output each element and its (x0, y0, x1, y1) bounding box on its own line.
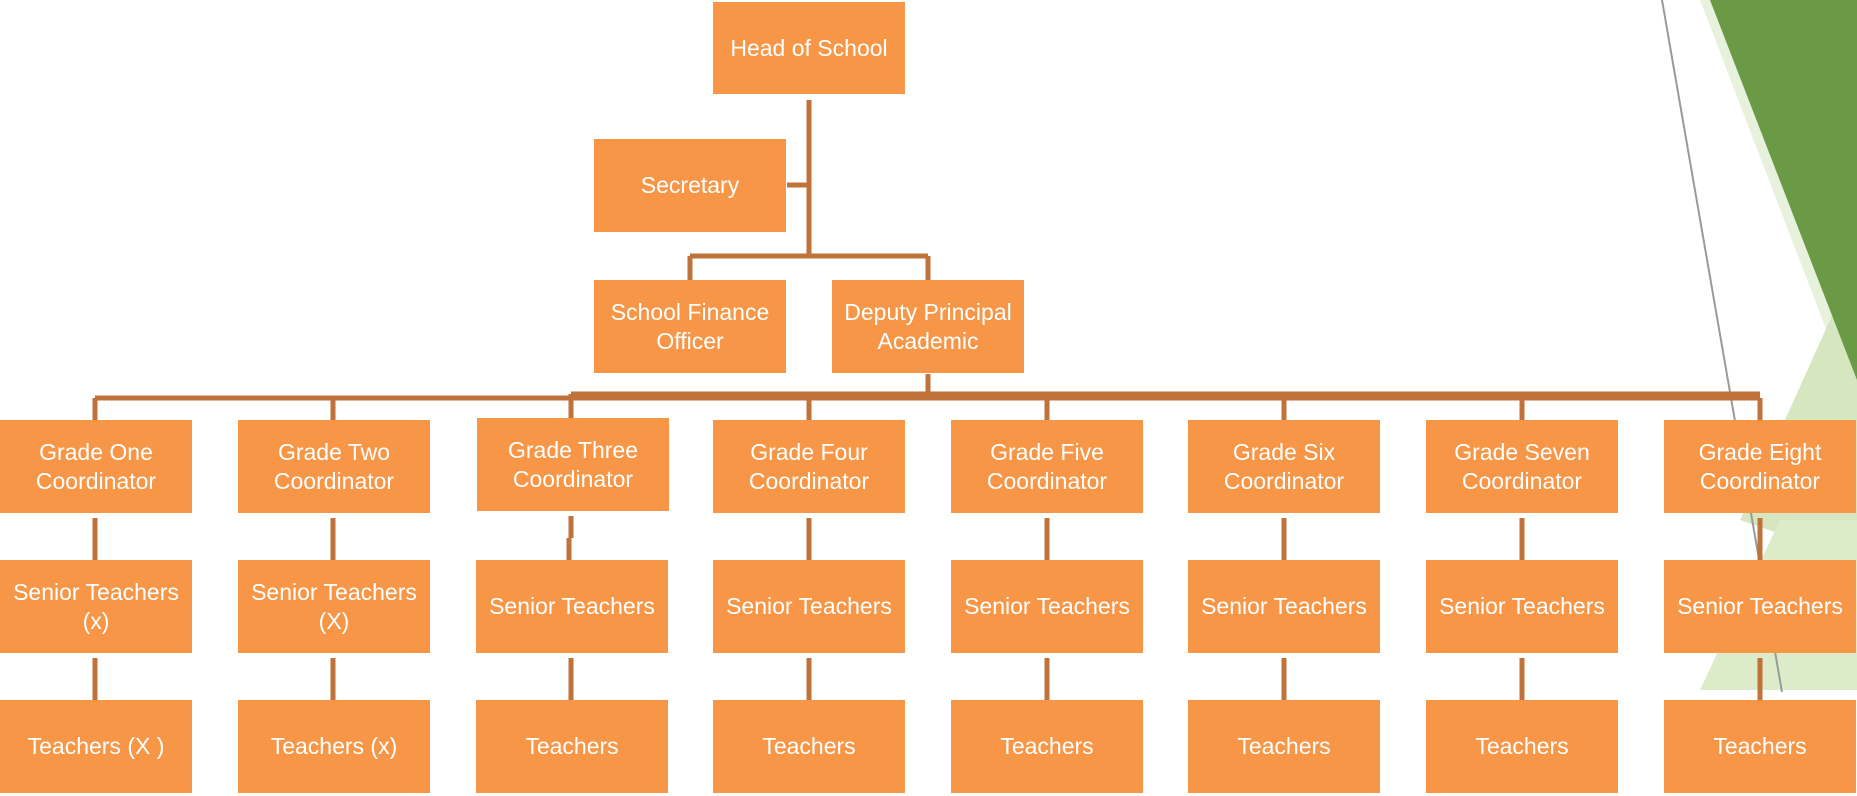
grade-three-teachers-box: Teachers (476, 700, 668, 793)
grade-one-senior-teachers-box: Senior Teachers (x) (0, 560, 192, 653)
secretary-box: Secretary (594, 139, 786, 232)
grade-one-coordinator-box: Grade One Coordinator (0, 420, 192, 513)
grade-four-coordinator-box: Grade Four Coordinator (713, 420, 905, 513)
grade-five-coordinator-box: Grade Five Coordinator (951, 420, 1143, 513)
grade-two-senior-teachers-box: Senior Teachers (X) (238, 560, 430, 653)
head-of-school-box: Head of School (713, 2, 905, 94)
grade-three-coordinator-box: Grade Three Coordinator (477, 418, 669, 511)
deputy-principal-academic-box: Deputy Principal Academic (832, 280, 1024, 373)
grade-five-teachers-box: Teachers (951, 700, 1143, 793)
grade-eight-teachers-box: Teachers (1664, 700, 1856, 793)
grade-three-senior-teachers-box: Senior Teachers (476, 560, 668, 653)
grade-seven-teachers-box: Teachers (1426, 700, 1618, 793)
grade-seven-coordinator-box: Grade Seven Coordinator (1426, 420, 1618, 513)
grade-six-teachers-box: Teachers (1188, 700, 1380, 793)
grade-four-senior-teachers-box: Senior Teachers (713, 560, 905, 653)
school-finance-officer-box: School Finance Officer (594, 280, 786, 373)
grade-six-coordinator-box: Grade Six Coordinator (1188, 420, 1380, 513)
grade-five-senior-teachers-box: Senior Teachers (951, 560, 1143, 653)
grade-seven-senior-teachers-box: Senior Teachers (1426, 560, 1618, 653)
grade-two-teachers-box: Teachers (x) (238, 700, 430, 793)
grade-six-senior-teachers-box: Senior Teachers (1188, 560, 1380, 653)
dark-green-triangle (1710, 0, 1857, 380)
grade-eight-senior-teachers-box: Senior Teachers (1664, 560, 1856, 653)
grade-eight-coordinator-box: Grade Eight Coordinator (1664, 420, 1856, 513)
grade-four-teachers-box: Teachers (713, 700, 905, 793)
grade-two-coordinator-box: Grade Two Coordinator (238, 420, 430, 513)
grade-one-teachers-box: Teachers (X ) (0, 700, 192, 793)
